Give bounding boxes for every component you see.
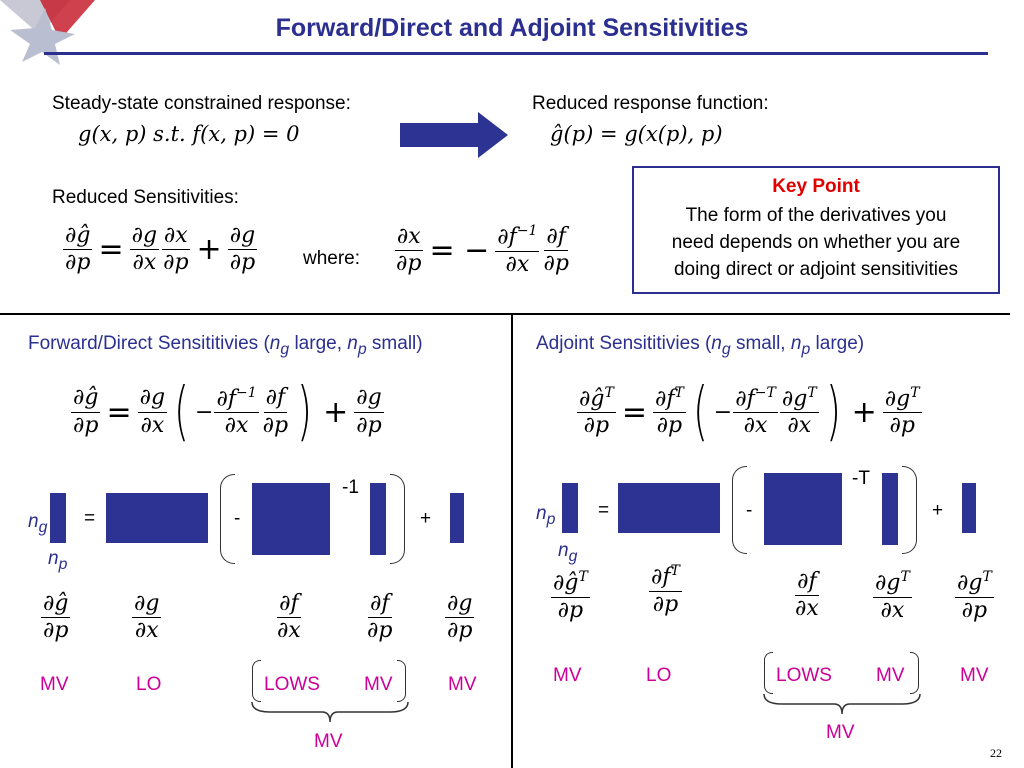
reduced-sensitivity-equation: ∂ĝ∂p = ∂g∂x ∂x∂p + ∂g∂p [63,223,258,276]
fwd-ng-label: ng [28,511,48,536]
fwd-label-lows: LOWS [264,674,320,695]
fwd-dfdp-block [370,483,386,555]
fwd-dfdx-block [252,483,330,555]
fwd-group-left-brace [252,660,261,702]
adjoint-equation: ∂ĝT∂p = ∂fT∂p ( − ∂f−T∂x ∂gT∂x ) + ∂gT∂p [577,375,922,449]
adj-group-label-mv: MV [826,722,855,743]
fwd-plus: + [420,508,432,529]
fwd-inverse-label: -1 [342,477,359,498]
section-divider-vertical [511,314,513,768]
state-sensitivity-equation: ∂x∂p = − ∂f−1∂x ∂f∂p [394,223,569,277]
logo-star-flag-icon [0,0,95,65]
fwd-term-df-dp: ∂f∂p [367,591,393,644]
adj-dgdpT-block [962,483,976,533]
reduced-response-label: Reduced response function: [532,93,769,114]
title-rule [44,52,988,55]
fwd-term-dg-dx: ∂g∂x [132,591,162,644]
key-point-title: Key Point [772,176,860,197]
adj-ghatT-block [562,483,578,533]
fwd-minus: - [234,508,241,529]
where-label: where: [303,248,361,269]
adj-term-dfT-dp: ∂fT∂p [649,563,682,617]
adjoint-heading: Adjoint Sensititivies (ng small, np larg… [536,333,865,358]
adj-dfdpT-block [618,483,720,533]
section-divider-horizontal [0,313,1010,315]
key-point-box: Key Point The form of the derivatives yo… [632,166,1000,294]
fwd-dgdx-block [106,493,208,543]
right-arrow-icon [400,112,508,158]
page-title: Forward/Direct and Adjoint Sensitivities [275,14,749,42]
reduced-sensitivities-label: Reduced Sensitivities: [52,187,239,208]
adj-label-lo: LO [646,665,672,686]
fwd-underbrace-icon [251,701,409,723]
adj-label-mv-3: MV [960,665,989,686]
adj-underbrace-icon [763,693,921,715]
fwd-term-dghat-dp: ∂ĝ∂p [41,591,71,644]
adj-label-lows: LOWS [776,665,832,686]
adj-ng-label: ng [558,540,578,565]
adj-group-right-brace [910,652,919,694]
reduced-response-formula: ĝ(p) = g(x(p), p) [550,122,723,146]
adj-term-df-dx: ∂f∂x [795,569,819,622]
fwd-group-label-mv: MV [314,731,343,752]
adj-equals: = [598,500,610,521]
adj-label-mv-1: MV [553,665,582,686]
fwd-equals: = [84,508,96,529]
adj-term-dghatT-dp: ∂ĝT∂p [551,569,590,623]
adj-group-left-brace [764,652,773,694]
adj-label-mv-2: MV [876,665,905,686]
adj-term-dgT-dx: ∂gT∂x [873,569,912,623]
adj-np-label: np [536,503,556,528]
adj-plus: + [932,500,944,521]
adj-term-dgT-dp: ∂gT∂p [955,569,994,623]
adj-left-bracket [732,466,747,554]
key-point-text: The form of the derivatives you need dep… [671,205,961,280]
adj-dfdxT-block [764,473,842,545]
fwd-label-lo: LO [136,674,162,695]
fwd-ghat-block [50,493,66,543]
fwd-dgdp-block [450,493,464,543]
fwd-left-bracket [220,474,235,564]
forward-heading: Forward/Direct Sensititivies (ng large, … [28,333,423,358]
steady-state-formula: g(x, p) s.t. f(x, p) = 0 [78,122,300,146]
steady-state-label: Steady-state constrained response: [52,93,351,114]
fwd-term-dg-dp: ∂g∂p [445,591,475,644]
forward-equation: ∂ĝ∂p = ∂g∂x ( − ∂f−1∂x ∂f∂p ) + ∂g∂p [71,375,384,449]
fwd-label-mv-1: MV [40,674,69,695]
adj-right-bracket [902,466,917,554]
adj-minus: - [746,500,753,521]
page-number: 22 [990,746,1002,760]
fwd-right-bracket [390,474,405,564]
fwd-np-label: np [48,548,68,573]
fwd-group-right-brace [397,660,406,702]
fwd-label-mv-3: MV [448,674,477,695]
adj-inverse-transpose-label: -T [852,468,870,489]
adj-dgdxT-block [882,473,898,545]
fwd-label-mv-2: MV [364,674,393,695]
fwd-term-df-dx: ∂f∂x [277,591,301,644]
